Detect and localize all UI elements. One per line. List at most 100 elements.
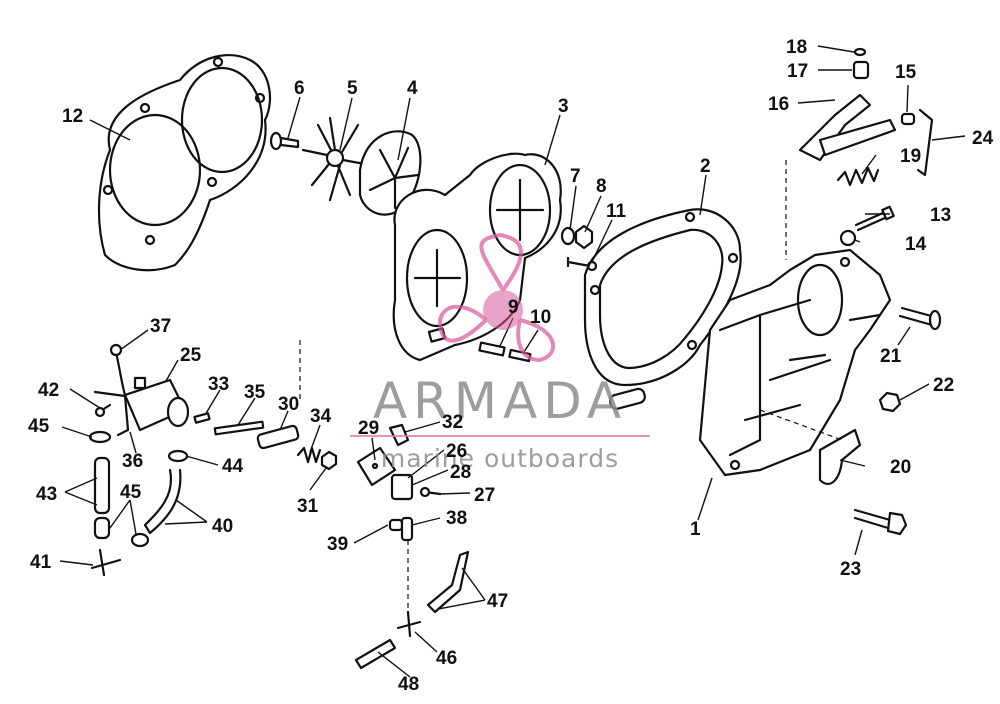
callout-16: 16 xyxy=(768,94,789,115)
callout-21: 21 xyxy=(880,346,902,367)
callout-45-bottom: 45 xyxy=(120,482,142,503)
part-5-impeller xyxy=(301,116,372,202)
watermark-subtitle: marine outboards xyxy=(381,444,619,473)
part-34-spring xyxy=(296,446,322,464)
part-37-wire xyxy=(109,343,127,397)
part-6-screw xyxy=(269,131,300,151)
callout-44: 44 xyxy=(222,456,244,477)
part-19-spring xyxy=(836,166,880,187)
callout-23: 23 xyxy=(840,559,861,580)
part-30-tube xyxy=(256,424,300,450)
part-38-tube xyxy=(400,516,414,542)
part-16-lever xyxy=(798,93,897,162)
callout-9: 9 xyxy=(508,297,519,318)
part-8-nut xyxy=(574,224,594,250)
callout-37: 37 xyxy=(150,316,171,337)
callout-18: 18 xyxy=(786,37,807,58)
part-41-fitting xyxy=(90,548,122,577)
callout-48: 48 xyxy=(398,674,419,695)
part-17-spacer xyxy=(852,60,870,80)
callout-40: 40 xyxy=(212,516,233,537)
part-43-hose xyxy=(93,456,111,540)
callout-labels: 1 2 3 4 5 6 7 8 9 10 11 12 13 14 15 16 1… xyxy=(28,37,994,695)
callout-3: 3 xyxy=(558,96,569,117)
callout-4: 4 xyxy=(407,78,418,99)
callout-25: 25 xyxy=(180,345,202,366)
callout-2: 2 xyxy=(700,156,711,177)
part-15-bushing xyxy=(900,112,916,126)
armada-logo-icon xyxy=(437,232,556,363)
part-1-housing xyxy=(609,248,892,477)
callout-27: 27 xyxy=(474,485,495,506)
callout-30: 30 xyxy=(278,394,299,415)
part-40-hose xyxy=(143,468,182,535)
part-23-bolt xyxy=(853,508,908,536)
callout-13: 13 xyxy=(930,205,951,226)
part-25-solenoid xyxy=(123,376,190,432)
part-27-screw xyxy=(419,486,442,498)
callout-20: 20 xyxy=(890,457,911,478)
part-45-clamp-bottom xyxy=(130,532,150,548)
callout-10: 10 xyxy=(530,307,551,328)
part-9-pin xyxy=(478,341,506,357)
part-33-pin xyxy=(193,412,211,424)
part-32-elbow xyxy=(388,423,410,447)
part-45-clamp-top xyxy=(88,430,112,444)
callout-38: 38 xyxy=(446,508,467,529)
part-46-tee-fitting xyxy=(396,610,422,638)
part-4-plate xyxy=(358,130,422,216)
callout-34: 34 xyxy=(310,406,332,427)
callout-46: 46 xyxy=(436,648,457,669)
callout-39: 39 xyxy=(327,534,348,555)
callout-5: 5 xyxy=(347,78,358,99)
callout-31: 31 xyxy=(297,496,319,517)
part-3-pump-body xyxy=(392,152,562,362)
callout-35: 35 xyxy=(244,382,266,403)
callout-43: 43 xyxy=(36,484,57,505)
callout-32: 32 xyxy=(442,412,463,433)
callout-1: 1 xyxy=(690,519,701,540)
part-22-nut xyxy=(878,391,902,413)
part-44-clamp xyxy=(167,449,189,463)
part-2-gasket xyxy=(583,208,742,387)
part-48-hose xyxy=(354,638,397,670)
callout-28: 28 xyxy=(450,462,471,483)
callout-12: 12 xyxy=(62,106,83,127)
part-21-bolt xyxy=(898,306,942,331)
callout-14: 14 xyxy=(905,234,927,255)
part-12-gasket xyxy=(97,54,272,272)
callout-42: 42 xyxy=(38,380,59,401)
callout-36: 36 xyxy=(122,451,143,472)
callout-19: 19 xyxy=(900,146,921,167)
watermark-title: ARMADA xyxy=(373,372,627,430)
callout-47: 47 xyxy=(487,591,508,612)
part-7-washer xyxy=(560,226,576,246)
part-13-screw xyxy=(854,205,895,232)
assembly-lines xyxy=(299,160,843,615)
callout-7: 7 xyxy=(570,166,581,187)
part-28-valve xyxy=(390,473,414,501)
part-29-plate xyxy=(356,446,397,487)
part-18-washer xyxy=(853,47,867,57)
part-31-nut xyxy=(320,450,338,471)
callout-24: 24 xyxy=(972,128,994,149)
watermark: ARMADA marine outboards xyxy=(350,232,650,473)
callout-17: 17 xyxy=(787,61,808,82)
part-39-plug xyxy=(388,518,404,532)
part-36-bracket xyxy=(93,390,130,437)
callout-26: 26 xyxy=(446,441,467,462)
callout-6: 6 xyxy=(294,78,305,99)
callout-11: 11 xyxy=(606,201,627,222)
callout-33: 33 xyxy=(208,374,229,395)
callout-29: 29 xyxy=(358,418,379,439)
part-24-rod xyxy=(916,108,934,177)
part-47-hose xyxy=(426,550,470,614)
part-20-clip xyxy=(818,428,862,485)
callout-45-top: 45 xyxy=(28,416,50,437)
part-14-nut xyxy=(839,229,857,247)
callout-22: 22 xyxy=(933,375,954,396)
callout-41: 41 xyxy=(30,552,52,573)
callout-15: 15 xyxy=(895,62,917,83)
callout-8: 8 xyxy=(596,176,607,197)
